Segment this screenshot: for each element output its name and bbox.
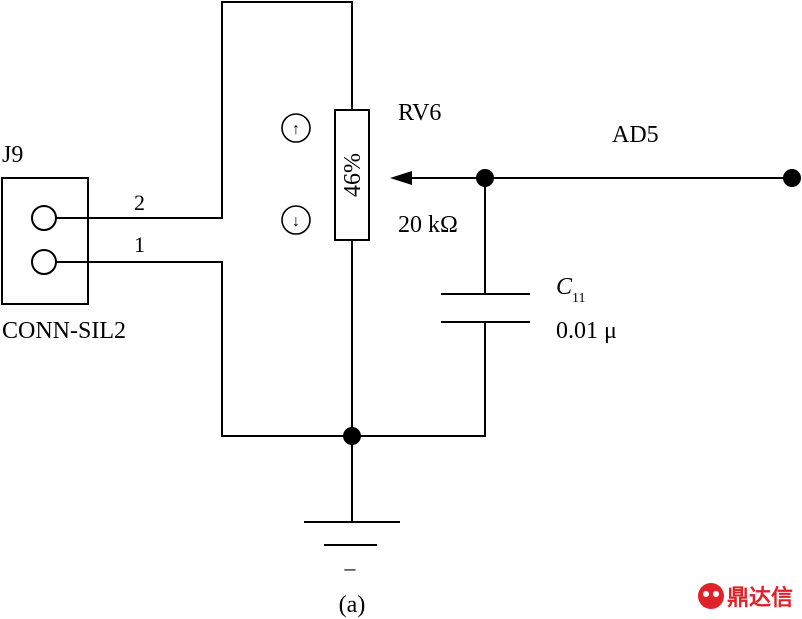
up-arrow-icon[interactable] [281,113,311,143]
junction-dot-ground [343,427,361,445]
pin-2-label: 2 [134,190,145,215]
potentiometer-ref-label: RV6 [398,100,441,126]
decrease-button[interactable]: ↓ [281,205,311,235]
figure-caption: (a) [339,592,366,618]
potentiometer-body [334,109,370,241]
net-label-ad5: AD5 [612,122,659,148]
connector-pin-1 [31,249,57,275]
wire-pin1-to-ground-node [56,261,352,437]
capacitor-ref-subscript: 11 [572,291,585,306]
capacitor-c11: C11 0.01 μ [441,274,617,344]
ground-symbol: – [304,521,400,580]
wire-pin2-to-pot-top [56,1,353,219]
wiper-arrow-icon [390,171,412,185]
up-arrow-glyph: ↑ [292,121,300,138]
potentiometer-value-label: 20 kΩ [398,212,458,238]
capacitor-ref-label: C11 [556,274,586,306]
connector-body [1,177,89,305]
increase-button[interactable]: ↑ [281,113,311,143]
watermark-text: 鼎达信 [727,585,793,611]
wire-ground-to-cap [352,322,486,437]
capacitor-value-label: 0.01 μ [556,318,617,344]
potentiometer-rv6: 46% RV6 20 kΩ [334,100,458,241]
watermark: 鼎达信 [698,583,793,611]
connector-j9: J9 CONN-SIL2 2 1 [1,142,145,344]
down-arrow-glyph: ↓ [292,213,300,230]
ground-line-3: – [344,555,357,580]
junction-dot-wiper [476,169,494,187]
capacitor-ref-letter: C [556,274,573,300]
connector-pin-2 [31,205,57,231]
brand-logo-eye-left [703,591,709,597]
wires [56,1,792,522]
down-arrow-icon[interactable] [281,205,311,235]
potentiometer-setting: 46% [340,153,366,197]
connector-part-label: CONN-SIL2 [2,318,126,344]
terminal-dot-ad5 [783,169,801,187]
brand-logo-eye-right [713,591,719,597]
pin-1-label: 1 [134,232,145,257]
brand-logo-icon [698,583,724,609]
connector-ref-label: J9 [2,142,23,168]
